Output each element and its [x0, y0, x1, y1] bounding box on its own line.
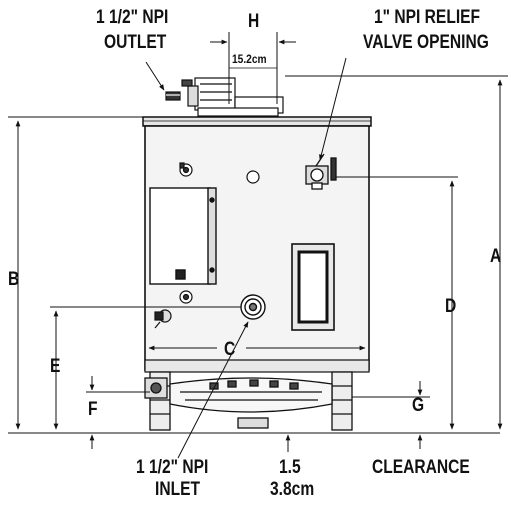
leader-lines [145, 57, 347, 459]
dim-e-line [50, 306, 241, 430]
dim-a-label: A [490, 246, 502, 267]
dim-e-label: E [50, 356, 61, 377]
dim-d-line [336, 176, 458, 430]
dim-f-label: F [88, 399, 98, 420]
dim-g-label: G [412, 395, 425, 416]
sight-port [246, 170, 260, 184]
relief-valve [305, 153, 337, 190]
control-panel [149, 187, 217, 285]
top-outlet-assembly [165, 77, 284, 117]
clearance-label: CLEARANCE [372, 457, 470, 478]
inlet-fitting [240, 294, 266, 320]
relief-label-line2: VALVE OPENING [363, 32, 489, 53]
dim-g-line [352, 381, 430, 449]
dim-b-line [8, 116, 143, 430]
dim-d-label: D [445, 296, 457, 317]
cabinet-bottom-band [144, 359, 370, 373]
outlet-label-line1: 1 1/2" NPI [96, 7, 169, 28]
cabinet-lid [142, 116, 372, 127]
dim-h-value: 15.2cm [232, 52, 267, 66]
inlet-label-line2: INLET [155, 479, 201, 500]
dim-h-label: H [248, 11, 260, 32]
upper-fitting [179, 162, 193, 177]
dim-f-line [86, 376, 150, 449]
base-frame [144, 371, 353, 431]
clearance-inches: 1.5 [279, 457, 301, 478]
dim-h-line [210, 32, 296, 104]
outlet-label-line2: OUTLET [104, 32, 167, 53]
access-panel [291, 243, 335, 331]
clearance-cm: 3.8cm [270, 479, 315, 500]
drain-valve [154, 309, 172, 329]
dim-a-line [285, 75, 508, 430]
relief-label-line1: 1" NPI RELIEF [374, 7, 481, 28]
dim-b-label: B [8, 269, 20, 290]
dim-c-label: C [224, 339, 236, 360]
lower-fitting [179, 290, 193, 304]
inlet-label-line1: 1 1/2" NPI [136, 457, 209, 478]
